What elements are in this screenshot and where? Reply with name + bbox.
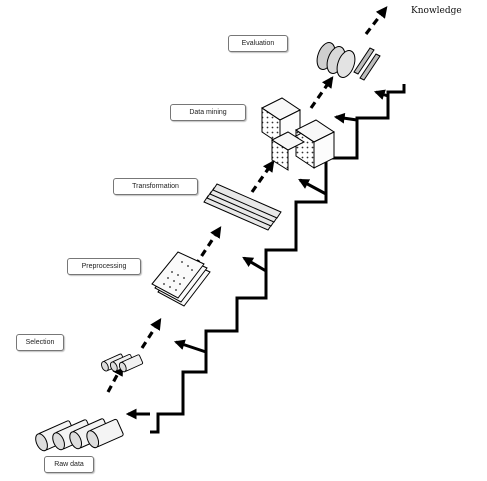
stage-label-selection: Selection	[16, 334, 64, 351]
feedback-arrow-preprocessing	[244, 258, 266, 271]
flow-arrow-3	[195, 228, 220, 266]
selection-cylinders-icon	[100, 347, 143, 379]
transformation-bars-icon	[204, 184, 281, 230]
stage-label-preprocessing: Preprocessing	[67, 258, 141, 275]
stage-label-evaluation: Evaluation	[228, 35, 288, 52]
feedback-arrow-data-mining	[336, 117, 357, 120]
preprocessing-sheets-icon	[152, 252, 210, 306]
feedback-arrow-evaluation	[376, 92, 388, 96]
stage-label-data-mining: Data mining	[170, 104, 246, 121]
feedback-arrows	[128, 92, 388, 414]
evaluation-discs-icon	[314, 40, 380, 80]
knowledge-label: Knowledge	[411, 6, 462, 16]
stage-label-transformation: Transformation	[113, 178, 198, 195]
stage-label-raw-data: Raw data	[44, 456, 94, 473]
flow-arrow-4	[252, 162, 273, 192]
feedback-arrow-transformation	[300, 180, 326, 194]
flow-arrow-6	[366, 8, 386, 34]
feedback-arrow-selection	[176, 342, 206, 352]
flow-arrow-2	[142, 320, 160, 348]
data-mining-cubes-icon	[262, 98, 334, 170]
flow-arrow-5	[311, 78, 332, 108]
